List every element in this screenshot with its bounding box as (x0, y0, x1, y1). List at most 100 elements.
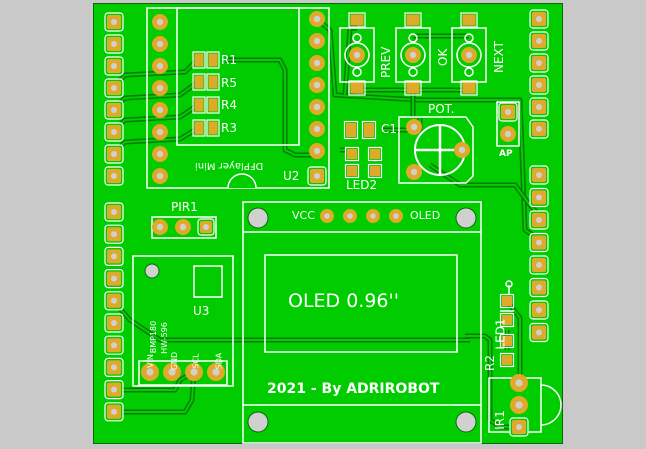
button-pad-outline (348, 12, 366, 28)
r2-pad-outline (499, 352, 515, 368)
oled-pin-drill (324, 213, 330, 219)
button-pad-outline (404, 80, 422, 96)
label-r5: R5 (221, 76, 237, 90)
mounting-hole (144, 263, 160, 279)
label-prev: PREV (379, 46, 393, 78)
led1-mark (505, 280, 513, 288)
resistor-pad-outline (206, 96, 220, 114)
u3-pin-drill (168, 368, 176, 376)
u3-pin-drill (190, 368, 198, 376)
resistor-pad (194, 98, 204, 112)
resistor-pad-outline (192, 96, 206, 114)
ir1-pin-1-drill (516, 424, 522, 430)
dfplayer-left-pin-drill (156, 128, 164, 136)
trace (225, 57, 317, 158)
label-vcc: VCC (292, 209, 315, 222)
ap-outline (496, 101, 520, 147)
mounting-hole (455, 207, 477, 229)
oled-pin-drill (370, 213, 376, 219)
label-bmp180: BMP180 (149, 320, 159, 354)
dfplayer-left-pin-drill (156, 40, 164, 48)
led2-pad-outline (344, 163, 360, 179)
c1-pad-outline (343, 120, 359, 140)
header-left-bottom-pin-drill (111, 342, 117, 349)
button-pad (406, 82, 420, 94)
header-right-bottom-pin-drill (536, 217, 542, 223)
button-pad (406, 14, 420, 26)
button-outline (451, 27, 487, 83)
dfplayer-right-pin-drill (313, 81, 321, 89)
label-oled: OLED (410, 209, 441, 222)
button-hole (464, 67, 474, 77)
header-left-bottom-pin-drill (111, 231, 117, 238)
button-pin-drill (409, 51, 417, 59)
dfplayer-inner (176, 7, 300, 146)
oled-screen-outline (264, 254, 458, 353)
button-ring (456, 42, 482, 68)
led2-pad (370, 166, 380, 176)
dfplayer-left-pin-drill (156, 84, 164, 92)
header-right-bottom-pin-drill (536, 172, 542, 178)
button-hole (352, 33, 362, 43)
header-right-bottom-pin-drill (536, 239, 542, 246)
led2-pad-outline (367, 146, 383, 162)
resistor-pad-outline (192, 73, 206, 91)
header-right-bottom-pin-drill (536, 307, 542, 313)
label-led2: LED2 (346, 178, 378, 192)
button-hole (352, 67, 362, 77)
header-left-bottom-pin-drill (111, 408, 117, 415)
trace-fill (506, 300, 521, 383)
header-left-bottom-pin-drill (111, 320, 117, 326)
header-right-top-pin-drill (536, 104, 542, 110)
resistor-pad (208, 98, 218, 112)
resistor-pad (208, 75, 218, 89)
button-outline (339, 27, 375, 83)
resistor-pad (194, 75, 204, 89)
u3-outline (132, 255, 234, 387)
pot-pin-drill (458, 146, 466, 154)
label-ap: AP (499, 149, 513, 159)
dfplayer-left-pin-drill (156, 172, 164, 180)
dfplayer-right-pin-drill (313, 103, 321, 111)
label-pin-scl: SCL (191, 353, 201, 369)
led1-pad (502, 296, 512, 306)
header-right-top-pin-drill (536, 16, 542, 22)
button-hole (464, 33, 474, 43)
resistor-pad (194, 121, 204, 135)
header-left-bottom-pin-drill (111, 275, 117, 282)
led1-pad (502, 315, 512, 325)
header-left-bottom-pin-drill (111, 209, 117, 215)
dfplayer-right-pin-drill (313, 15, 321, 23)
trace-fill (225, 59, 317, 156)
button-pad (350, 14, 364, 26)
header-right-top-pin-drill (536, 126, 542, 132)
c1-pad (364, 123, 374, 137)
dfplayer-left-pin-drill (156, 18, 164, 26)
pir-pin-drill (156, 223, 164, 231)
resistor-pad (208, 121, 218, 135)
pot-pin-drill (410, 168, 418, 176)
mounting-hole (247, 411, 269, 433)
u3-sensor-outline (193, 265, 223, 298)
button-hole (408, 67, 418, 77)
label-ok: OK (436, 48, 450, 66)
label-pin-gnd: GND (170, 351, 180, 371)
c1-pad-outline (361, 120, 377, 140)
oled-outline (242, 201, 482, 444)
trace-fill (113, 301, 470, 341)
trace-fill (316, 18, 541, 241)
header-left-top-pin-drill (111, 173, 117, 179)
button-ring (400, 42, 426, 68)
label-dfplayer: DFPlayer Mini (195, 160, 264, 171)
u3-pin-drill (212, 368, 220, 376)
resistor-pad-outline (206, 119, 220, 137)
header-left-bottom-pin-drill (111, 253, 117, 260)
pir-outline (151, 216, 217, 239)
header-right-top-pin-drill (536, 82, 542, 88)
oled-pin-drill (347, 213, 353, 219)
dfplayer-right-pin-drill (313, 59, 321, 67)
button-pad-outline (460, 12, 478, 28)
r2-pad-outline (499, 333, 515, 349)
label-pin-vin: VIN (145, 354, 155, 368)
led2-pad (347, 149, 357, 159)
